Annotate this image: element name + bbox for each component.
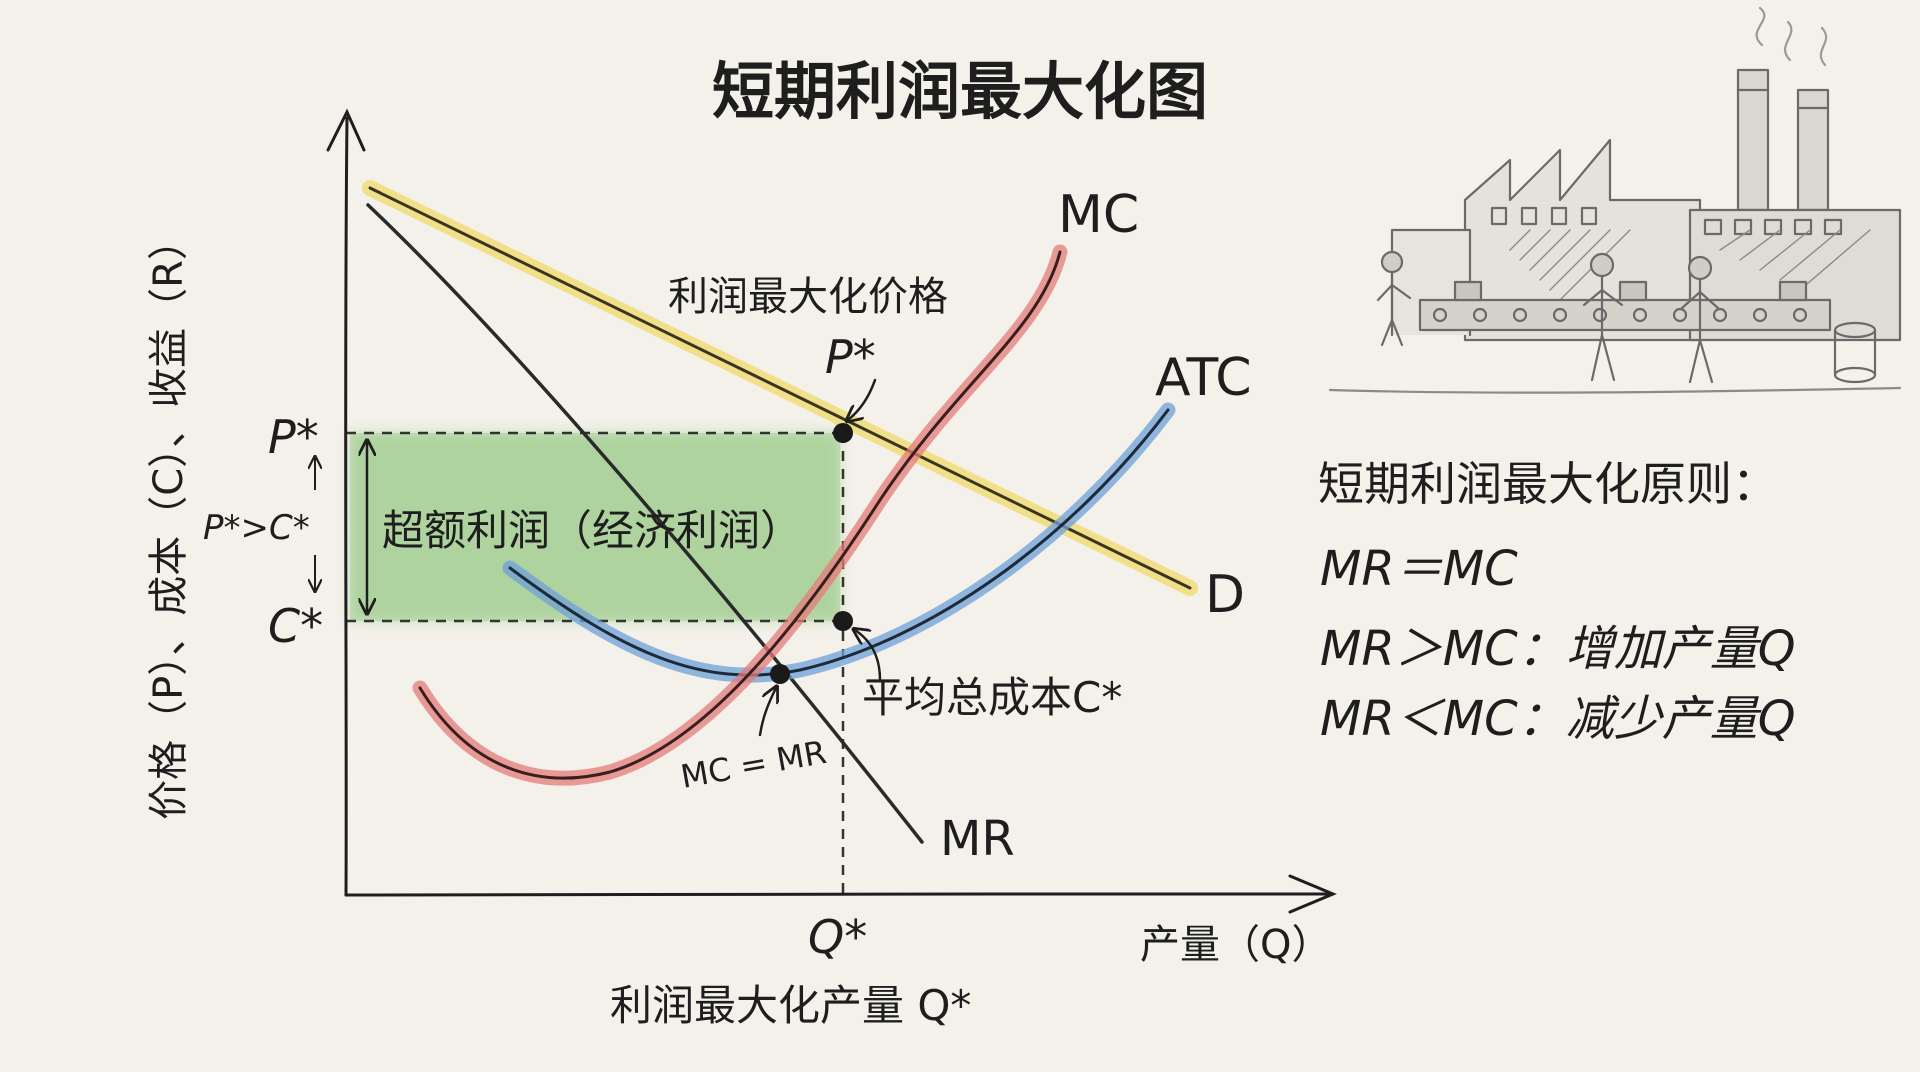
- factory-sketch: [1328, 6, 1902, 394]
- mr-curve: [366, 203, 924, 844]
- excess-profit-area: [350, 433, 840, 621]
- p-star-point-label: P*: [825, 330, 876, 384]
- y-axis-label: 价格（P）、成本（C）、收益（R）: [146, 220, 192, 820]
- guide-lines: [346, 431, 845, 893]
- x-axis-label: 产量（Q）: [1140, 922, 1331, 968]
- p-star-pointer: [848, 378, 877, 420]
- diagram-title: 短期利润最大化图: [712, 55, 1208, 128]
- profit-max-price-label: 利润最大化价格: [668, 274, 948, 320]
- rule-mr-less-mc: MR＜MC：减少产量Q: [1320, 691, 1795, 747]
- c-star-axis-label: C*: [268, 599, 323, 653]
- y-axis: [344, 116, 349, 897]
- atc-label: ATC: [1155, 348, 1252, 408]
- c-star-point: [833, 611, 853, 631]
- p-star-point: [833, 423, 853, 443]
- rule-mr-equals-mc: MR＝MC: [1320, 541, 1518, 597]
- rules-heading: 短期利润最大化原则：: [1318, 457, 1778, 511]
- mc-mr-pointer: [758, 688, 776, 737]
- rules-panel: 短期利润最大化原则： MR＝MC MR＞MC：增加产量Q MR＜MC：减少产量Q: [1318, 457, 1795, 747]
- q-star-label: Q*: [808, 910, 867, 964]
- mr-label: MR: [940, 811, 1015, 867]
- atc-pointer: [855, 630, 882, 682]
- demand-curve: [362, 180, 1198, 596]
- pointer-arrows: [758, 378, 882, 737]
- p-gt-c-label: P*>C*: [203, 508, 310, 548]
- key-points: [770, 423, 853, 684]
- p-star-axis-label: P*: [268, 410, 319, 464]
- profit-max-quantity-label: 利润最大化产量 Q*: [610, 981, 971, 1030]
- atc-avg-cost-label: 平均总成本C*: [862, 673, 1122, 722]
- atc-curve: [502, 402, 1176, 683]
- mc-mr-intersection-point: [770, 664, 790, 684]
- y-axis-arrowhead: [326, 108, 366, 152]
- rule-mr-greater-mc: MR＞MC：增加产量Q: [1320, 621, 1795, 677]
- mc-curve: [412, 244, 1068, 786]
- demand-label: D: [1205, 565, 1245, 625]
- x-axis-arrowhead: [1288, 874, 1337, 914]
- excess-profit-label: 超额利润（经济利润）: [382, 506, 802, 555]
- mc-label: MC: [1058, 185, 1139, 245]
- mc-eq-mr-label: MC = MR: [678, 733, 829, 796]
- x-axis: [344, 892, 1332, 897]
- axes: [326, 108, 1337, 914]
